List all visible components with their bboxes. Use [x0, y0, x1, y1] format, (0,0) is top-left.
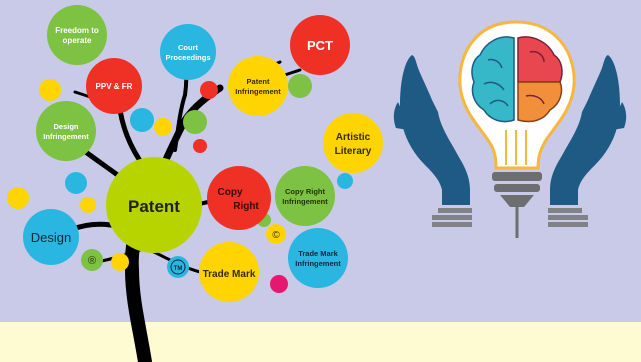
node-copyright-symbol: © [266, 224, 286, 244]
svg-text:Infringement: Infringement [43, 132, 89, 141]
svg-text:Right: Right [233, 201, 259, 212]
svg-text:Trade Mark: Trade Mark [298, 249, 338, 258]
dot [130, 108, 154, 132]
svg-text:Infringement: Infringement [295, 259, 341, 268]
node-patent: Patent [106, 157, 202, 253]
node-design-infringement: Design Infringement [36, 101, 96, 161]
svg-text:Proceedings: Proceedings [165, 53, 210, 62]
node-pct: PCT [290, 15, 350, 75]
svg-text:PCT: PCT [307, 38, 333, 53]
node-copy-right: Copy Right [207, 166, 271, 230]
node-freedom-to-operate: Freedom to operate [47, 5, 107, 65]
svg-text:Copy Right: Copy Right [285, 187, 325, 196]
node-court-proceedings: Court Proceedings [160, 24, 216, 80]
node-registered-symbol: ® [81, 249, 103, 271]
svg-text:TM: TM [174, 266, 183, 272]
dot [111, 253, 129, 271]
dot [200, 81, 218, 99]
dot [39, 79, 61, 101]
node-patent-infringement: Patent Infringement [228, 56, 288, 116]
node-trade-mark-infringement: Trade Mark Infringement [288, 228, 348, 288]
dot [80, 197, 96, 213]
node-trademark-symbol: TM [167, 256, 189, 278]
svg-text:Patent: Patent [247, 77, 270, 86]
brain-icon [471, 36, 563, 123]
node-ppv-fr: PPV & FR [86, 58, 142, 114]
svg-text:Copy: Copy [218, 187, 243, 198]
dot [183, 110, 207, 134]
node-design: Design [23, 209, 79, 265]
dot [193, 139, 207, 153]
svg-text:operate: operate [63, 36, 92, 45]
svg-text:Patent: Patent [128, 197, 180, 216]
svg-text:Freedom to: Freedom to [55, 26, 99, 35]
svg-text:®: ® [88, 255, 96, 267]
node-copy-right-infringement: Copy Right Infringement [275, 166, 335, 226]
node-artistic-literary: Artistic Literary [323, 113, 383, 173]
dot [154, 118, 172, 136]
svg-text:Infringement: Infringement [282, 197, 328, 206]
bottom-band [0, 322, 641, 362]
svg-text:Literary: Literary [335, 146, 372, 157]
svg-text:Infringement: Infringement [235, 87, 281, 96]
dot [288, 74, 312, 98]
svg-text:Court: Court [178, 43, 198, 52]
node-trade-mark: Trade Mark [199, 242, 259, 302]
hands-icon [393, 55, 627, 227]
dot [270, 275, 288, 293]
svg-text:Artistic: Artistic [336, 132, 371, 143]
dot [7, 187, 29, 209]
svg-text:Design: Design [53, 122, 78, 131]
dot [337, 173, 353, 189]
svg-text:Trade Mark: Trade Mark [203, 269, 256, 280]
svg-text:Design: Design [31, 230, 71, 245]
svg-text:©: © [272, 230, 280, 241]
svg-text:PPV & FR: PPV & FR [96, 82, 133, 91]
dot [65, 172, 87, 194]
